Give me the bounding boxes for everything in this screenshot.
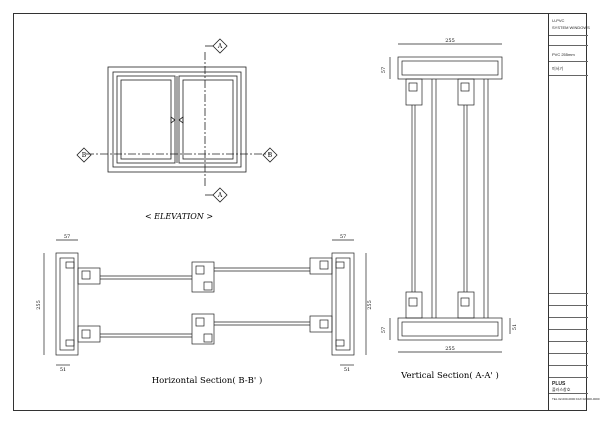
company-label: 플러스창호	[552, 387, 571, 392]
sill-profile	[397, 317, 503, 341]
meeting-rail-lower	[191, 313, 215, 345]
title-block-divider	[549, 305, 588, 306]
section-b-marker-right	[262, 147, 278, 163]
section-b-marker-left	[76, 147, 92, 163]
horizontal-section	[43, 239, 367, 366]
v-dim-left-bottom: 57	[381, 327, 387, 333]
v-dim-top: 255	[445, 38, 455, 44]
title-block-divider	[549, 341, 588, 342]
address-line: TEL 02-000-0000 FAX 02-000-0000	[552, 397, 600, 401]
title-block-divider	[549, 317, 588, 318]
title-block-divider	[549, 353, 588, 354]
meeting-rail-upper	[191, 261, 215, 293]
elevation-left-sash	[116, 75, 176, 164]
marker-b-right-label: B	[268, 152, 273, 159]
marker-a-top-label: A	[217, 43, 223, 50]
title-block: U-PVC SYSTEM WINDOWS PVC 255mm 미서기 PLUS …	[548, 13, 600, 411]
section-a-marker-bottom	[212, 187, 228, 203]
elevation-outer-frame	[107, 66, 247, 173]
h-dim-bottom-right: 51	[344, 367, 350, 373]
title-block-divider	[549, 35, 588, 36]
h-dim-bottom-left: 51	[60, 367, 66, 373]
vertical-section-caption: Vertical Section( A-A' )	[400, 370, 499, 381]
vertical-section	[389, 43, 511, 353]
elevation-right-glass	[182, 79, 234, 160]
marker-a-bottom-label: A	[217, 192, 223, 199]
marker-b-left-label: B	[82, 152, 87, 159]
title-block-divider	[549, 293, 588, 294]
head-profile	[397, 56, 503, 80]
elevation-inner-frame	[112, 71, 242, 168]
brand-logo-text: PLUS	[552, 381, 566, 387]
h-dim-top-left: 57	[64, 234, 70, 240]
right-jamb-profile	[331, 252, 355, 356]
title-block-divider	[549, 393, 588, 394]
title-block-divider	[549, 329, 588, 330]
v-dim-left-top: 57	[381, 67, 387, 73]
elevation-caption: < ELEVATION >	[145, 212, 213, 221]
title-block-divider	[549, 365, 588, 366]
v-dim-right-bottom: 51	[512, 324, 518, 330]
title-block-divider	[549, 61, 588, 62]
page-border	[13, 13, 587, 411]
horizontal-section-caption: Horizontal Section( B-B' )	[152, 375, 263, 386]
v-dim-bottom: 255	[445, 346, 455, 352]
elevation-left-glass	[120, 79, 172, 160]
title-block-divider	[549, 75, 588, 76]
left-jamb-profile	[55, 252, 79, 356]
h-dim-side-right: 255	[367, 300, 373, 310]
section-a-marker-top	[212, 38, 228, 54]
series-label: U-PVC	[552, 18, 565, 23]
product-label: SYSTEM WINDOWS	[552, 25, 590, 30]
h-dim-top-right: 57	[340, 234, 346, 240]
model-label: PVC 255mm	[552, 52, 575, 57]
elevation-right-sash	[178, 75, 238, 164]
sliding-arrows	[170, 116, 184, 124]
elevation-view	[76, 38, 278, 203]
h-dim-side-left: 255	[36, 300, 42, 310]
title-block-divider	[549, 377, 588, 378]
name-label: 미서기	[552, 66, 564, 71]
title-block-divider	[549, 45, 588, 46]
